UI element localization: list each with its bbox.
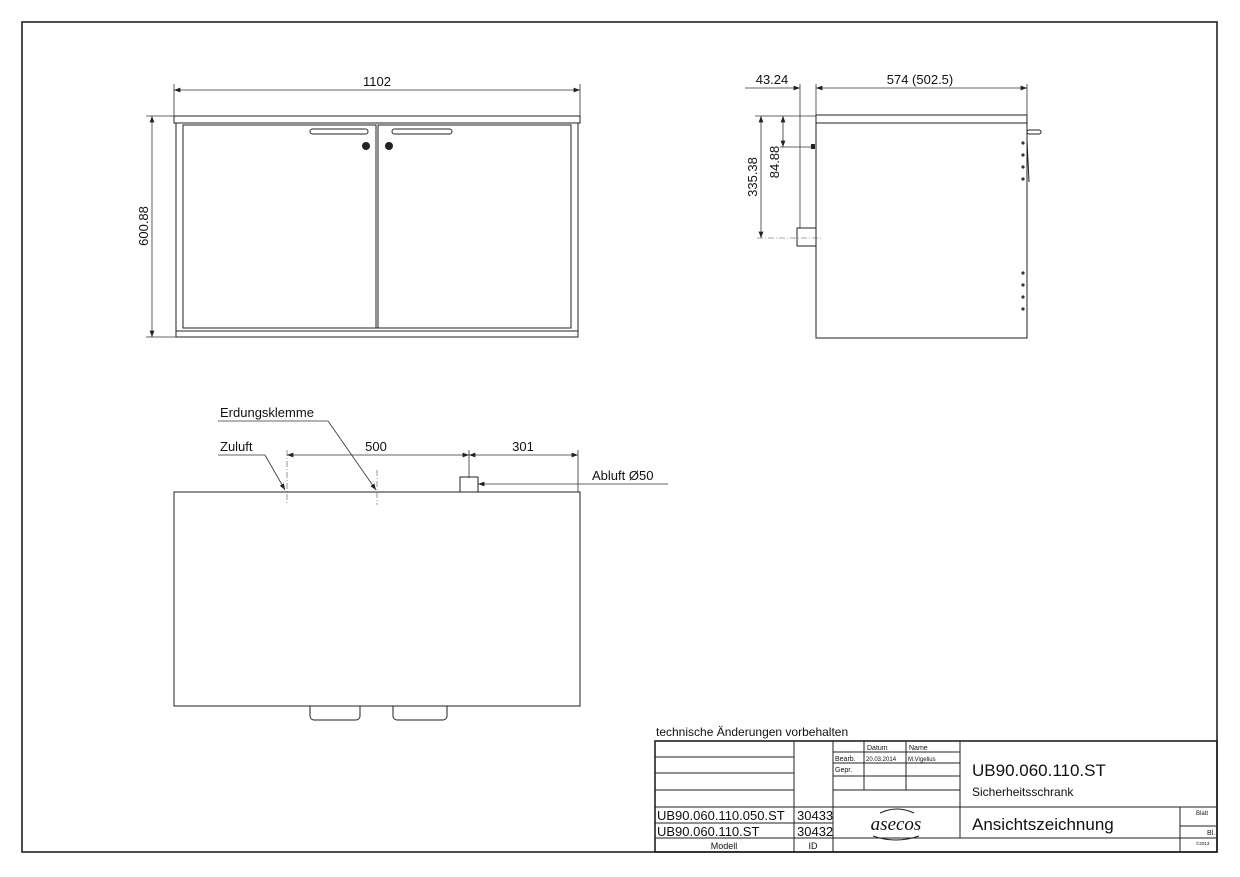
right-door bbox=[377, 124, 572, 329]
title-block: technische Änderungen vorbehalten Datum … bbox=[654, 725, 1218, 853]
model-row: UB90.060.110.050.ST bbox=[657, 808, 785, 823]
title-block-bearb-label: Bearb. bbox=[835, 756, 856, 763]
title-block-gepr-label: Gepr. bbox=[835, 767, 852, 774]
lock-icon bbox=[362, 142, 370, 150]
title-block-logo: asecos bbox=[871, 814, 922, 835]
title-block-datum-header: Datum bbox=[867, 745, 888, 752]
drawing-description: Sicherheitsschrank bbox=[972, 785, 1074, 799]
height-dimension: 600.88 bbox=[136, 206, 151, 246]
door-handle bbox=[309, 706, 361, 721]
offset-dimension: 43.24 bbox=[756, 72, 789, 87]
title-block-name-header: Name bbox=[909, 745, 928, 752]
ground-terminal-label: Erdungsklemme bbox=[220, 405, 314, 420]
door-handle bbox=[309, 128, 369, 135]
exhaust-pipe bbox=[459, 476, 479, 493]
side-view: 574 (502.5) 43.24 335.38 84.88 bbox=[745, 72, 1042, 339]
drawing-title: Ansichtszeichnung bbox=[972, 815, 1114, 834]
title-block-models-0-id: 30433 bbox=[797, 808, 833, 823]
model-row: UB90.060.110.ST bbox=[657, 824, 759, 839]
left-door bbox=[182, 124, 377, 329]
exhaust-vent bbox=[796, 227, 817, 247]
dimension-301: 301 bbox=[512, 439, 534, 454]
lock-icon bbox=[385, 142, 393, 150]
title-block-copyright: ©2013 bbox=[1196, 840, 1210, 846]
vent-height-dimension: 335.38 bbox=[745, 157, 760, 197]
title-block-model-header: Modell bbox=[711, 841, 738, 851]
title-block-bearb-date: 20.03.2014 bbox=[866, 757, 897, 763]
title-block-bearb-name: M.Vigelius bbox=[908, 757, 936, 763]
terminal-height-dimension: 84.88 bbox=[767, 146, 782, 179]
drawing-border bbox=[21, 21, 1218, 853]
title-block-id-header: ID bbox=[809, 841, 819, 851]
disclaimer-note: technische Änderungen vorbehalten bbox=[656, 725, 848, 739]
dimension-500: 500 bbox=[365, 439, 387, 454]
title-block-bl-label: Bl. bbox=[1207, 830, 1215, 837]
front-view: 1102 600.88 bbox=[136, 74, 581, 338]
asecos-logo: asecos bbox=[871, 808, 922, 841]
title-block-models-1-id: 30432 bbox=[797, 824, 833, 839]
supply-air-label: Zuluft bbox=[220, 439, 253, 454]
width-dimension: 1102 bbox=[363, 74, 391, 89]
drawing-number: UB90.060.110.ST bbox=[972, 761, 1106, 780]
depth-dimension: 574 (502.5) bbox=[887, 72, 954, 87]
door-handle bbox=[392, 706, 448, 721]
exhaust-label: Abluft Ø50 bbox=[592, 468, 653, 483]
title-block-blatt-label: Blatt bbox=[1196, 811, 1208, 817]
top-view: 500 301 Zuluft Erdungsklemme Abluft Ø50 bbox=[173, 405, 668, 721]
door-handle bbox=[391, 128, 453, 135]
